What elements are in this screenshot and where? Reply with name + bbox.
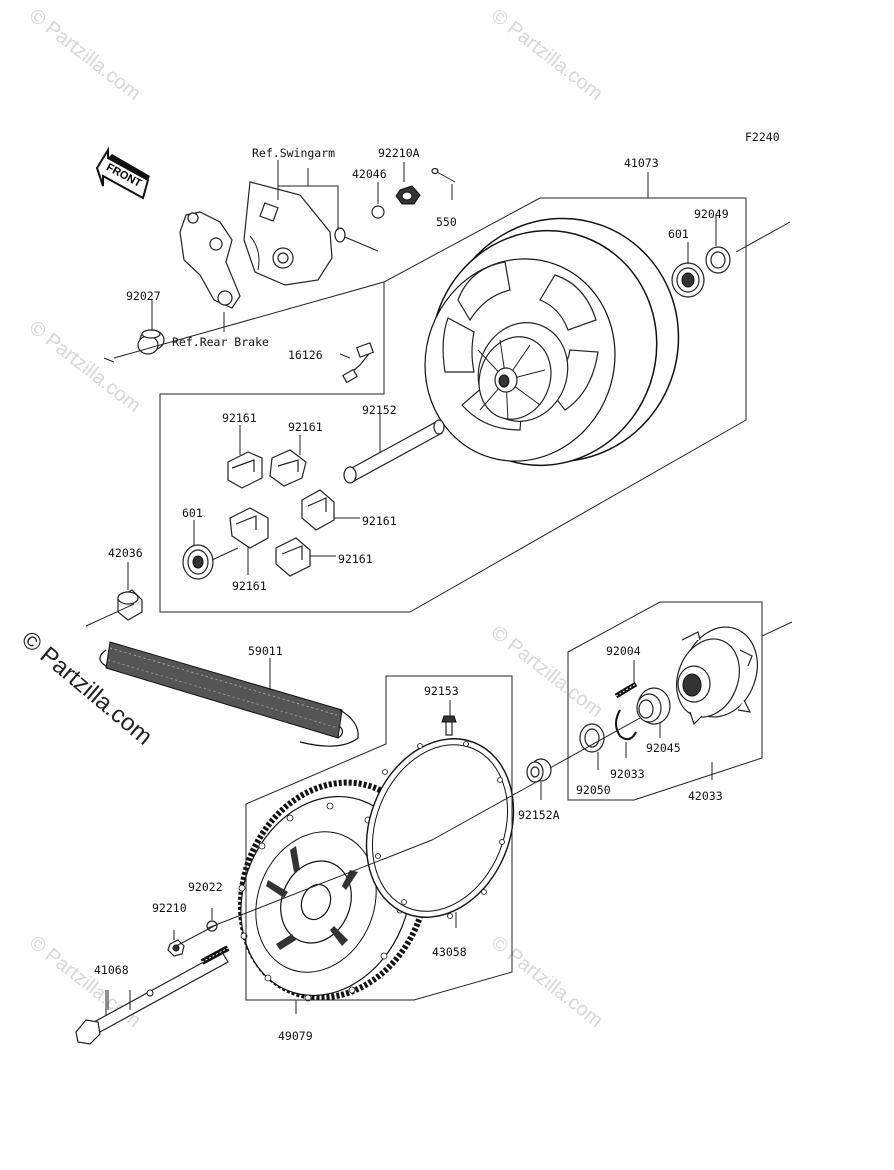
air-valve-part	[341, 342, 375, 384]
part-label-42046: 42046	[352, 167, 387, 181]
part-label-92161: 92161	[362, 514, 397, 528]
part-label-92045: 92045	[646, 741, 681, 755]
part-label-92004: 92004	[606, 644, 641, 658]
stud-part	[441, 715, 457, 736]
collar-part	[343, 419, 445, 484]
watermark: © Partzilla.com	[25, 317, 145, 417]
part-label-43058: 43058	[432, 945, 467, 959]
ref-rear-brake-label: Ref.Rear Brake	[172, 335, 269, 349]
part-label-92152: 92152	[362, 403, 397, 417]
cotter-pin-part	[431, 167, 456, 183]
part-label-92161: 92161	[232, 579, 267, 593]
ref-swingarm-label: Ref.Swingarm	[252, 146, 335, 160]
bearing-part	[636, 687, 671, 725]
watermark: © Partzilla.com	[487, 5, 607, 105]
front-arrow-icon: FRONT	[95, 146, 150, 200]
watermark: © Partzilla.com	[487, 932, 607, 1032]
stud-part	[614, 681, 638, 699]
part-label-92161: 92161	[288, 420, 323, 434]
watermark-large: © Partzilla.com	[16, 626, 157, 751]
part-label-92049: 92049	[694, 207, 729, 221]
part-label-92033: 92033	[610, 767, 645, 781]
part-label-92152A: 92152A	[518, 808, 560, 822]
nut-part	[167, 939, 185, 957]
part-label-92210A: 92210A	[378, 146, 420, 160]
swingarm-reference-drawing	[179, 181, 333, 309]
part-label-49079: 49079	[278, 1029, 313, 1043]
part-labels: Ref.Swingarm 92210A 42046 550 41073 9204…	[94, 146, 729, 1043]
axle-part	[75, 945, 230, 1045]
watermark: © Partzilla.com	[487, 622, 607, 722]
part-label-59011: 59011	[248, 644, 283, 658]
bearing-part	[182, 544, 214, 580]
figure-code: F2240	[745, 130, 780, 144]
part-label-601-top: 601	[668, 227, 689, 241]
part-label-92161: 92161	[222, 411, 257, 425]
part-label-550: 550	[436, 215, 457, 229]
drive-belt-part	[99, 641, 359, 747]
part-label-92161: 92161	[338, 552, 373, 566]
collar-part	[526, 758, 552, 783]
watermark: © Partzilla.com	[25, 5, 145, 105]
sleeve-part	[137, 329, 165, 355]
part-label-41073: 41073	[624, 156, 659, 170]
circlip-part	[615, 709, 637, 741]
part-label-92210: 92210	[152, 901, 187, 915]
part-label-42036: 42036	[108, 546, 143, 560]
bearing-part	[671, 262, 705, 298]
oil-seal-part	[705, 246, 731, 274]
part-label-92022: 92022	[188, 880, 223, 894]
sprocket-hub-part	[676, 626, 758, 726]
part-label-16126: 16126	[288, 348, 323, 362]
damper-rubber-parts	[227, 449, 335, 577]
part-label-92050: 92050	[576, 783, 611, 797]
oil-seal-part	[579, 723, 605, 753]
part-label-92027: 92027	[126, 289, 161, 303]
plate-part	[365, 738, 515, 919]
part-label-41068: 41068	[94, 963, 129, 977]
rear-wheel-rim	[424, 217, 680, 467]
leader-lines	[85, 160, 793, 1016]
part-label-601-mid: 601	[182, 506, 203, 520]
part-label-92153: 92153	[424, 684, 459, 698]
part-label-42033: 42033	[688, 789, 723, 803]
adjuster-bolt-part	[334, 185, 421, 252]
collar-part	[117, 589, 143, 621]
